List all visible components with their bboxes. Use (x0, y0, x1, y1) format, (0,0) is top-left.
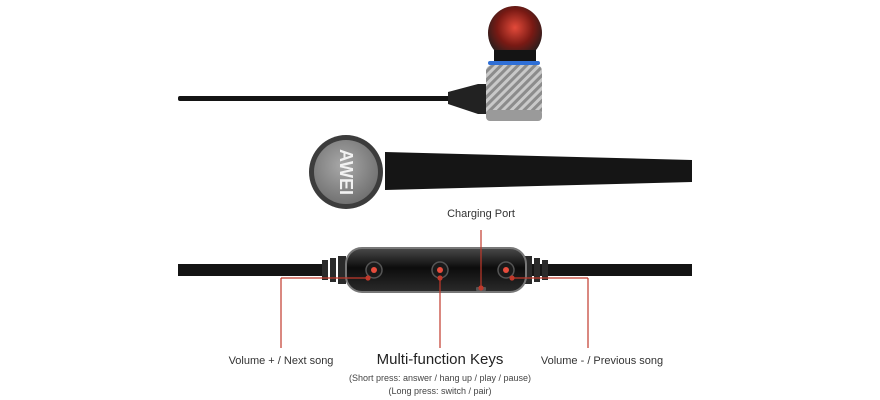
earbud-body (486, 65, 542, 121)
volume-down-label: Volume - / Previous song (540, 355, 664, 367)
earbud-cap (486, 110, 542, 121)
callout-lines (280, 230, 589, 348)
flat-cable-right (522, 264, 692, 276)
volume-down-key (497, 261, 515, 279)
strain-relief-right (524, 256, 548, 284)
multifunction-long-press-note: (Long press: switch / pair) (388, 386, 492, 396)
cable-top (178, 96, 453, 101)
brand-logo: AWEI (336, 149, 356, 195)
earbud-neck (494, 50, 536, 62)
strain-relief-left (322, 256, 346, 284)
remote-control (178, 247, 692, 293)
multifunction-short-press-note: (Short press: answer / hang up / play / … (348, 373, 532, 383)
earbud (178, 6, 542, 121)
flat-cable-left (178, 264, 328, 276)
multifunction-keys-title: Multi-function Keys (376, 351, 504, 368)
charging-port-label: Charging Port (447, 208, 515, 220)
flat-cable-middle (385, 152, 692, 190)
earbud-accent-ring (488, 61, 540, 65)
volume-up-label: Volume + / Next song (228, 355, 334, 367)
earbud-tip (488, 6, 542, 60)
cable-strain-relief (448, 84, 494, 114)
magnetic-end: AWEI (309, 135, 692, 209)
volume-up-key (365, 261, 383, 279)
magnet-disc (314, 140, 378, 204)
